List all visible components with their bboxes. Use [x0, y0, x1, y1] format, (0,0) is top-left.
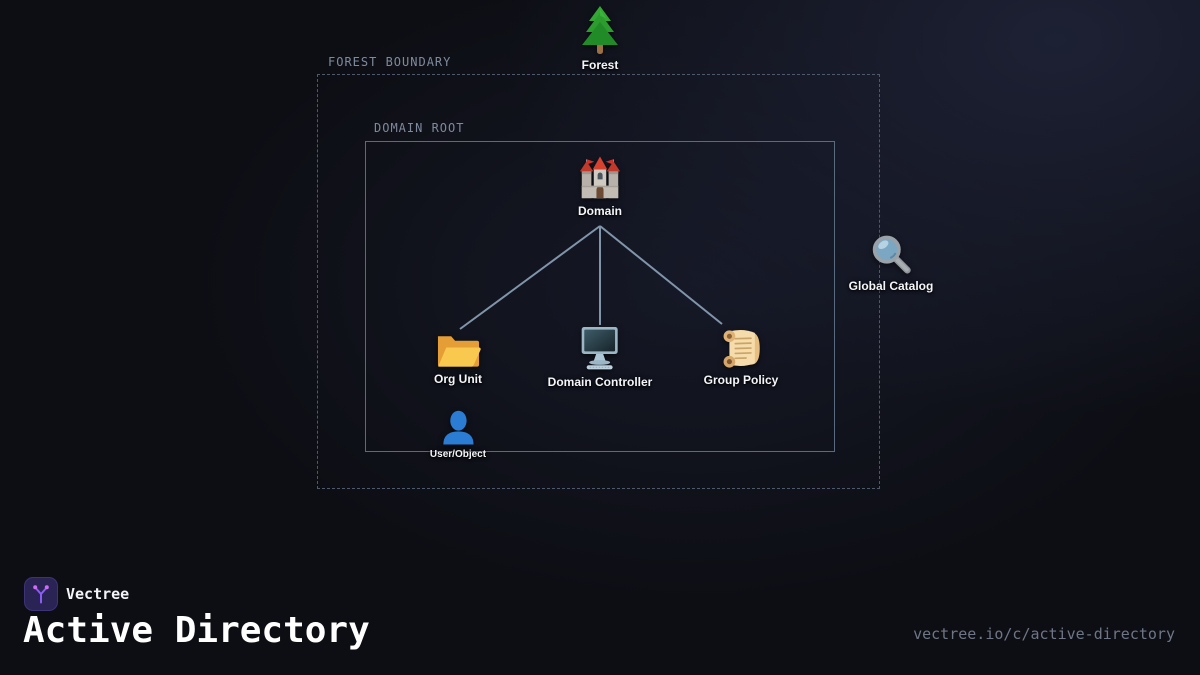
forest-boundary-box [317, 74, 880, 489]
node-global-catalog-label: Global Catalog [848, 279, 934, 293]
node-user-object: User/Object [430, 409, 486, 460]
castle-icon [577, 156, 623, 202]
desktop-computer-icon [576, 323, 624, 373]
node-forest: Forest [575, 4, 625, 72]
node-user-object-label: User/Object [429, 449, 487, 460]
domain-root-box [365, 141, 835, 452]
node-domain-label: Domain [577, 204, 622, 218]
magnifying-glass-icon [869, 231, 914, 277]
page-url: vectree.io/c/active-directory [913, 625, 1175, 643]
page-title: Active Directory [23, 610, 370, 651]
node-domain-controller-label: Domain Controller [547, 375, 653, 389]
vectree-logo [24, 577, 58, 611]
brand-name: Vectree [66, 585, 130, 603]
node-domain: Domain [577, 156, 623, 218]
node-org-unit: Org Unit [434, 330, 482, 386]
node-group-policy: Group Policy [703, 327, 779, 387]
vectree-branch-icon [33, 585, 49, 604]
person-silhouette-icon [439, 409, 476, 447]
forest-boundary-label: FOREST BOUNDARY [328, 55, 452, 69]
node-forest-label: Forest [581, 58, 619, 72]
node-domain-controller: Domain Controller [547, 323, 653, 389]
open-folder-icon [436, 330, 481, 370]
evergreen-tree-icon [575, 4, 625, 56]
node-group-policy-label: Group Policy [703, 373, 779, 387]
node-org-unit-label: Org Unit [434, 372, 482, 386]
domain-root-label: DOMAIN ROOT [374, 121, 465, 135]
node-global-catalog: Global Catalog [848, 231, 934, 293]
scroll-icon [719, 327, 764, 371]
